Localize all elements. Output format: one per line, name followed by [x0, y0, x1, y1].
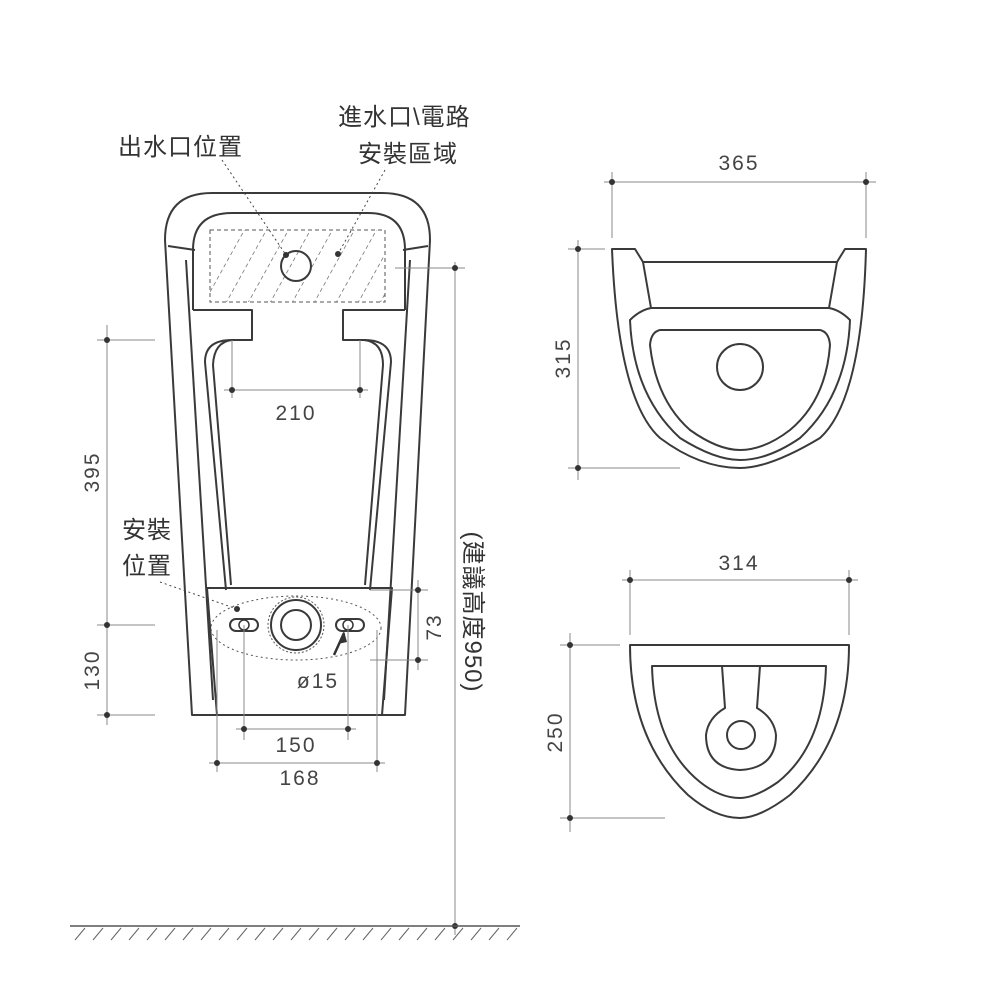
label-install-line1: 安裝: [122, 517, 172, 544]
section-outer: [629, 644, 850, 819]
dim-label-73: 73: [423, 613, 446, 640]
front-inner-back: [192, 212, 406, 310]
rim-line-left: [167, 245, 196, 251]
drain-dotted-ring: [267, 596, 325, 654]
label-inlet-line1: 進水口\電路: [338, 104, 471, 131]
label-recommended-height: (建議高度950): [459, 531, 486, 692]
leader-inlet: [337, 169, 386, 255]
top-view: [568, 172, 876, 480]
dim-label-315: 315: [552, 337, 575, 378]
front-view: [164, 192, 431, 716]
inner-side-left: [185, 259, 214, 701]
dim-label-168: 168: [279, 767, 320, 790]
top-view-bowl-inner: [649, 329, 831, 451]
top-view-rim-edge: [642, 261, 838, 309]
section-inner: [651, 665, 827, 799]
label-inlet-line2: 安裝區域: [358, 141, 458, 168]
front-inner-bowl: [204, 339, 392, 591]
inlet-area-box: [209, 229, 386, 303]
floor-line: [70, 925, 520, 941]
dim-label-395: 395: [81, 451, 104, 492]
front-dimensions: [97, 262, 465, 935]
inlet-area-hatch: [210, 230, 385, 302]
drain-outer-ring: [270, 599, 322, 651]
section-view: [560, 570, 858, 832]
diameter-arrow-icon: [338, 631, 347, 644]
drain-plate: [206, 587, 393, 716]
dim-label-250: 250: [544, 711, 567, 752]
dim-label-314: 314: [718, 552, 759, 575]
dim-label-365: 365: [718, 152, 759, 175]
rim-line-right: [402, 245, 429, 251]
outlet-point: [283, 252, 289, 258]
dim-label-150: 150: [275, 734, 316, 757]
top-view-drain: [716, 343, 764, 391]
label-outlet-position: 出水口位置: [118, 134, 243, 161]
section-drain-hole: [726, 720, 756, 750]
dim-label-210: 210: [275, 402, 316, 425]
mount-lug-right: [342, 309, 405, 341]
dim-label-130: 130: [81, 649, 104, 690]
outlet-circle: [280, 250, 312, 282]
mount-slot-right: [335, 618, 365, 632]
front-outer-outline: [164, 192, 431, 716]
leader-outlet: [221, 159, 287, 256]
dim-label-diameter: ø15: [297, 670, 339, 693]
leader-install: [159, 581, 238, 610]
mount-lug-left: [193, 309, 253, 341]
top-view-bowl: [629, 307, 851, 461]
install-area-ellipse: [210, 595, 382, 661]
label-install-line2: 位置: [122, 553, 172, 580]
top-view-outer: [611, 248, 867, 469]
section-drain-pipe: [705, 665, 777, 771]
drain-inner-ring: [280, 609, 312, 641]
front-inner-bowl-2: [212, 339, 384, 586]
